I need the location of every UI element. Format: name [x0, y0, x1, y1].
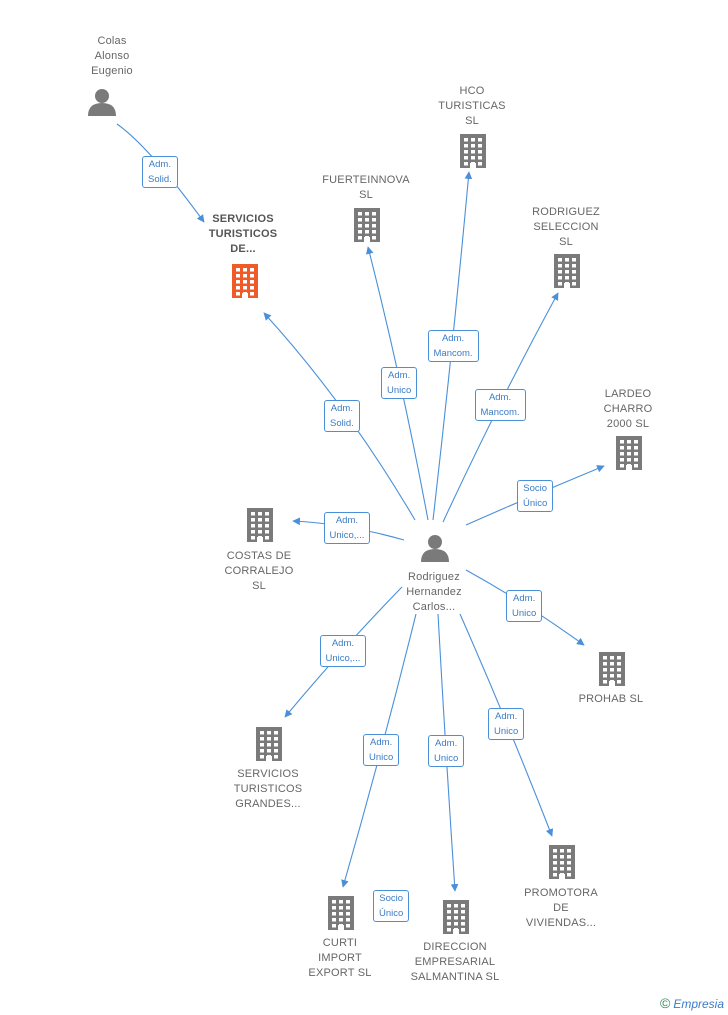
building-icon-prohab[interactable]	[599, 652, 625, 686]
node-label-promotora[interactable]: PROMOTORA DE VIVIENDAS...	[524, 887, 598, 929]
building-icon-promotora[interactable]	[549, 845, 575, 879]
edge-label-rodriguez_hernandez-direccion[interactable]: Adm. Unico	[428, 735, 465, 767]
building-icon-lardeo[interactable]	[616, 436, 642, 470]
edge-label-rodriguez_hernandez-prohab[interactable]: Adm. Unico	[506, 590, 543, 622]
node-label-colas[interactable]: Colas Alonso Eugenio	[91, 35, 133, 77]
node-label-curti[interactable]: CURTI IMPORT EXPORT SL	[308, 937, 372, 979]
building-icon-costas[interactable]	[247, 508, 273, 542]
edge-label-rodriguez_hernandez-promotora[interactable]: Adm. Unico	[488, 708, 525, 740]
node-label-rodriguez_seleccion[interactable]: RODRIGUEZ SELECCION SL	[532, 206, 600, 248]
node-label-lardeo[interactable]: LARDEO CHARRO 2000 SL	[603, 388, 653, 430]
building-icon-rodriguez_seleccion[interactable]	[554, 254, 580, 288]
node-label-servicios_turisticos[interactable]: SERVICIOS TURISTICOS DE...	[208, 213, 278, 255]
node-label-servicios_grandes[interactable]: SERVICIOS TURISTICOS GRANDES...	[233, 768, 303, 810]
node-label-direccion[interactable]: DIRECCION EMPRESARIAL SALMANTINA SL	[410, 941, 500, 983]
building-icon-fuerteinnova[interactable]	[354, 208, 380, 242]
node-label-costas[interactable]: COSTAS DE CORRALEJO SL	[224, 550, 294, 592]
building-icon-servicios_grandes[interactable]	[256, 727, 282, 761]
edge-label-extra-0[interactable]: Socio Único	[373, 890, 410, 922]
edge-label-rodriguez_hernandez-curti[interactable]: Adm. Unico	[363, 734, 400, 766]
person-icon-colas[interactable]	[88, 89, 116, 116]
node-label-hco[interactable]: HCO TURISTICAS SL	[438, 85, 506, 127]
node-label-prohab[interactable]: PROHAB SL	[578, 693, 644, 705]
building-icon-servicios_turisticos[interactable]	[232, 264, 258, 298]
building-icon-hco[interactable]	[460, 134, 486, 168]
person-icon-rodriguez_hernandez[interactable]	[421, 535, 449, 562]
edge-label-rodriguez_hernandez-hco[interactable]: Adm. Mancom.	[427, 330, 479, 362]
edge-label-colas-servicios_turisticos[interactable]: Adm. Solid.	[142, 156, 178, 188]
node-label-rodriguez_hernandez[interactable]: Rodriguez Hernandez Carlos...	[406, 571, 462, 613]
edge-label-rodriguez_hernandez-rodriguez_seleccion[interactable]: Adm. Mancom.	[474, 389, 526, 421]
edge-label-rodriguez_hernandez-lardeo[interactable]: Socio Único	[517, 480, 554, 512]
building-icon-direccion[interactable]	[443, 900, 469, 934]
building-icon-curti[interactable]	[328, 896, 354, 930]
copyright-symbol: ©	[659, 995, 671, 1011]
node-label-fuerteinnova[interactable]: FUERTEINNOVA SL	[322, 174, 410, 201]
edge-label-rodriguez_hernandez-servicios_grandes[interactable]: Adm. Unico,...	[319, 635, 367, 667]
edge-label-rodriguez_hernandez-servicios_turisticos[interactable]: Adm. Solid.	[324, 400, 360, 432]
brand-name: Empresia	[673, 997, 724, 1011]
footer-brand[interactable]: ©Empresia	[660, 995, 724, 1011]
edge-label-rodriguez_hernandez-fuerteinnova[interactable]: Adm. Unico	[381, 367, 418, 399]
edge-label-rodriguez_hernandez-costas[interactable]: Adm. Unico,...	[323, 512, 371, 544]
